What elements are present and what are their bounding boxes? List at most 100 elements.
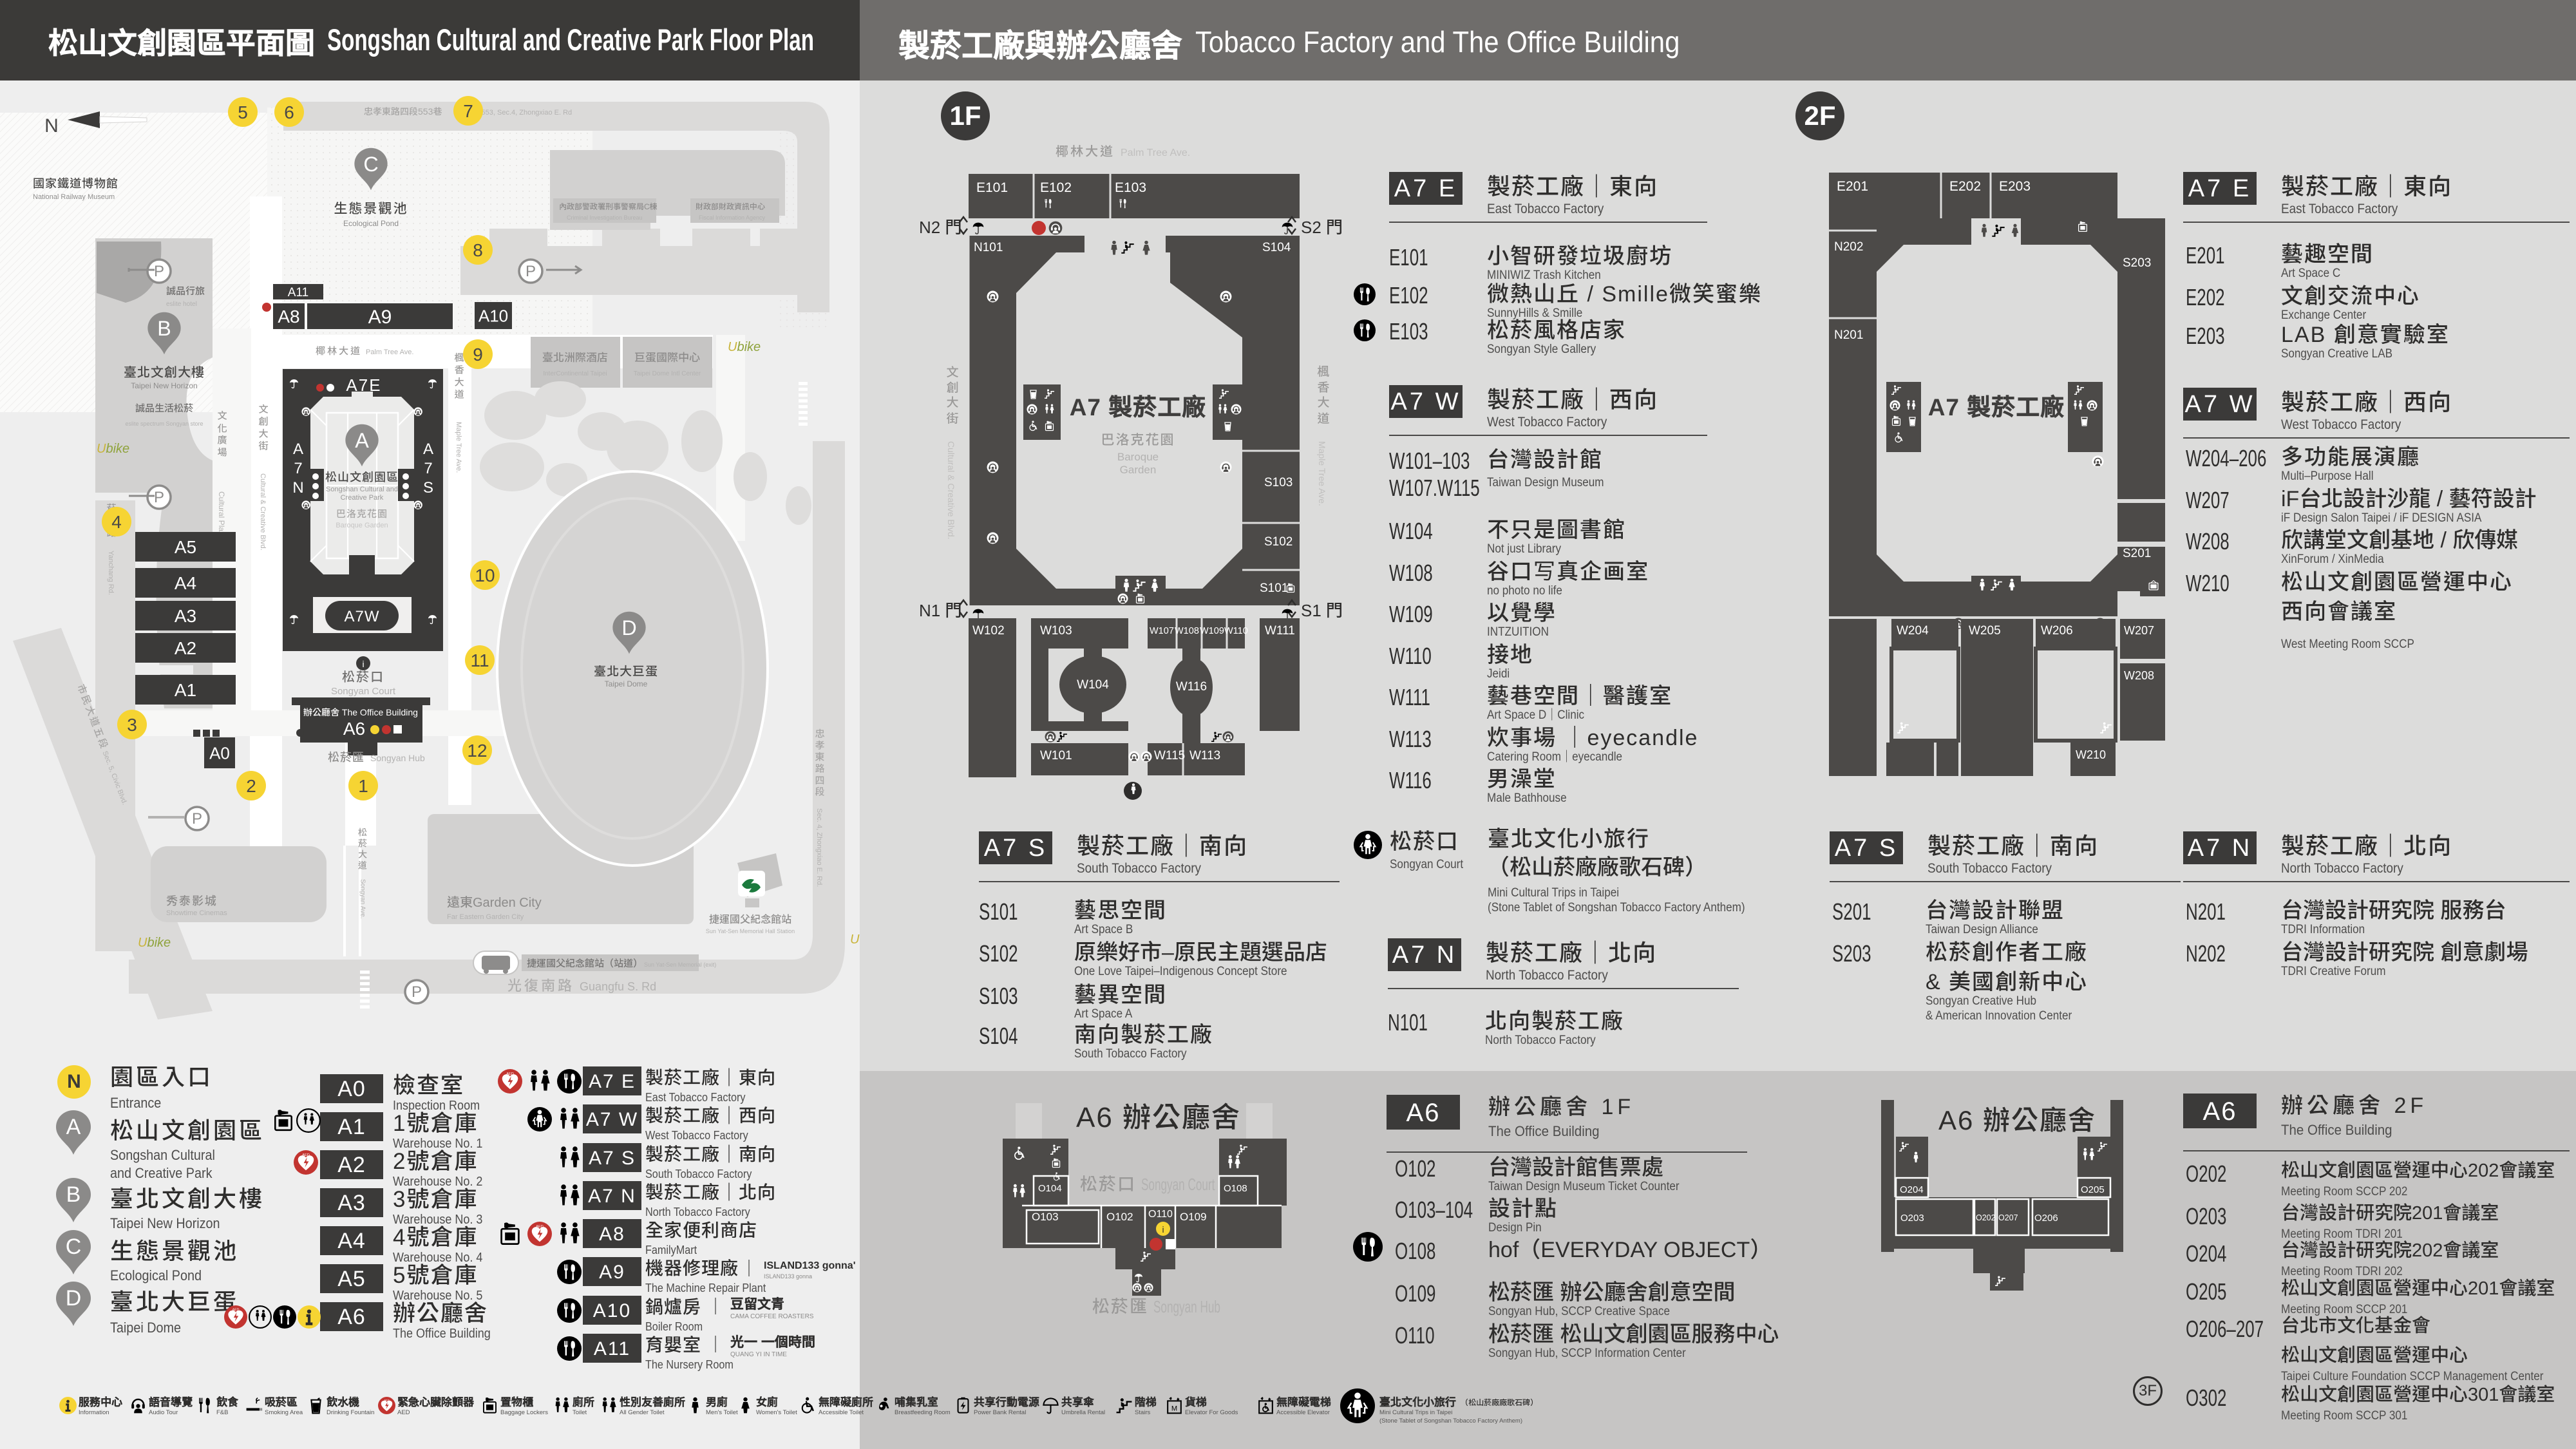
svg-text:O109: O109 bbox=[1180, 1211, 1207, 1223]
svg-text:楓香大道: 楓香大道 bbox=[453, 352, 464, 401]
svg-text:W107: W107 bbox=[1150, 626, 1174, 636]
svg-text:臺北洲際酒店: 臺北洲際酒店 bbox=[542, 352, 608, 364]
svg-text:Criminal Investigation Bureau: Criminal Investigation Bureau bbox=[567, 214, 643, 221]
svg-text:O202: O202 bbox=[1976, 1213, 1996, 1222]
svg-text:O102: O102 bbox=[1106, 1211, 1133, 1223]
svg-text:P: P bbox=[412, 983, 422, 1001]
svg-text:A8: A8 bbox=[278, 307, 299, 327]
svg-text:S203: S203 bbox=[2123, 256, 2151, 270]
svg-text:楓香大道: 楓香大道 bbox=[1316, 365, 1330, 427]
svg-text:Ecological Pond: Ecological Pond bbox=[343, 219, 399, 228]
svg-text:Ubike: Ubike bbox=[97, 442, 129, 456]
svg-text:10: 10 bbox=[475, 565, 495, 585]
svg-text:A6: A6 bbox=[343, 719, 365, 739]
svg-text:Fiscal Information Agency: Fiscal Information Agency bbox=[699, 214, 766, 221]
svg-text:捷運國父紀念館站: 捷運國父紀念館站 bbox=[709, 913, 791, 925]
svg-text:Baroque: Baroque bbox=[1117, 451, 1159, 463]
svg-text:N: N bbox=[292, 479, 303, 497]
svg-text:生態景觀池: 生態景觀池 bbox=[334, 202, 408, 216]
svg-text:臺北文創大樓: 臺北文創大樓 bbox=[124, 365, 205, 380]
svg-text:D: D bbox=[66, 1286, 82, 1311]
svg-text:N: N bbox=[44, 115, 59, 137]
svg-text:N1 門: N1 門 bbox=[919, 601, 961, 620]
svg-text:忠孝東路四段: 忠孝東路四段 bbox=[814, 728, 825, 798]
svg-text:O205: O205 bbox=[2081, 1184, 2105, 1195]
svg-text:6: 6 bbox=[284, 102, 294, 122]
svg-text:P: P bbox=[526, 263, 536, 280]
svg-text:eslite spectrum Songyan store: eslite spectrum Songyan store bbox=[125, 421, 203, 427]
svg-text:文創大街: 文創大街 bbox=[258, 404, 269, 453]
svg-text:W103: W103 bbox=[1040, 624, 1072, 638]
svg-text:Lane 553, Sec.4, Zhongxiao E.: Lane 553, Sec.4, Zhongxiao E. Rd bbox=[464, 109, 572, 117]
svg-text:N201: N201 bbox=[1834, 328, 1863, 342]
svg-text:Songyan Hub: Songyan Hub bbox=[370, 753, 425, 763]
svg-text:辦公廳舍 The Office Building: 辦公廳舍 The Office Building bbox=[303, 707, 418, 717]
svg-text:11: 11 bbox=[470, 650, 489, 670]
svg-text:松山文創園區: 松山文創園區 bbox=[325, 471, 399, 484]
svg-text:3: 3 bbox=[127, 715, 137, 735]
svg-text:椰林大道: 椰林大道 bbox=[316, 346, 362, 357]
svg-text:P: P bbox=[154, 263, 164, 280]
svg-text:U: U bbox=[850, 933, 860, 947]
svg-text:W102: W102 bbox=[972, 624, 1005, 638]
svg-text:O108: O108 bbox=[1224, 1183, 1247, 1194]
svg-text:Songyan Court: Songyan Court bbox=[331, 686, 396, 697]
svg-text:2: 2 bbox=[246, 776, 256, 796]
svg-text:Sun Yat-Sen Memorial (exit): Sun Yat-Sen Memorial (exit) bbox=[644, 961, 716, 968]
svg-text:P: P bbox=[192, 810, 202, 828]
svg-text:Cultural & Creative Blvd.: Cultural & Creative Blvd. bbox=[259, 473, 267, 551]
svg-text:A6 辦公廳舍: A6 辦公廳舍 bbox=[1076, 1102, 1241, 1133]
svg-text:N202: N202 bbox=[1834, 240, 1863, 254]
svg-text:遠東Garden City: 遠東Garden City bbox=[447, 896, 542, 910]
svg-text:W115: W115 bbox=[1154, 749, 1185, 762]
svg-text:臺北大巨蛋: 臺北大巨蛋 bbox=[594, 665, 658, 679]
svg-text:W113: W113 bbox=[1189, 749, 1220, 762]
svg-text:內政部警政署刑事警察局C棟: 內政部警政署刑事警察局C棟 bbox=[559, 202, 658, 211]
svg-text:A11: A11 bbox=[288, 286, 308, 299]
svg-text:Far Eastern Garden City: Far Eastern Garden City bbox=[447, 913, 524, 921]
svg-text:A: A bbox=[293, 440, 303, 458]
svg-text:A: A bbox=[423, 440, 433, 458]
svg-text:7: 7 bbox=[463, 101, 473, 121]
svg-text:松菸匯: 松菸匯 bbox=[1092, 1297, 1148, 1316]
svg-text:松菸大道: 松菸大道 bbox=[357, 828, 368, 871]
svg-text:N101: N101 bbox=[974, 241, 1003, 254]
svg-text:A7W: A7W bbox=[344, 608, 379, 625]
svg-text:W116: W116 bbox=[1176, 680, 1207, 694]
svg-text:O207: O207 bbox=[1998, 1213, 2018, 1222]
svg-text:S101: S101 bbox=[1260, 582, 1288, 595]
svg-text:Palm Tree Ave.: Palm Tree Ave. bbox=[366, 348, 413, 356]
svg-text:S2 門: S2 門 bbox=[1301, 218, 1343, 237]
svg-text:W108: W108 bbox=[1175, 626, 1199, 636]
svg-text:Baroque Garden: Baroque Garden bbox=[336, 522, 388, 529]
svg-text:A7 製菸工廠: A7 製菸工廠 bbox=[1928, 394, 2065, 421]
svg-text:A3: A3 bbox=[175, 606, 196, 626]
svg-text:4: 4 bbox=[111, 512, 122, 532]
svg-text:A7 製菸工廠: A7 製菸工廠 bbox=[1070, 394, 1207, 421]
svg-text:8: 8 bbox=[473, 240, 483, 260]
svg-text:Taipei Dome: Taipei Dome bbox=[605, 679, 648, 688]
svg-text:B: B bbox=[157, 317, 171, 340]
svg-text:W104: W104 bbox=[1077, 678, 1109, 692]
svg-text:松菸口: 松菸口 bbox=[1080, 1175, 1136, 1194]
svg-text:W204: W204 bbox=[1897, 624, 1929, 638]
svg-text:Palm Tree Ave.: Palm Tree Ave. bbox=[1121, 147, 1190, 158]
svg-text:A10: A10 bbox=[478, 306, 508, 325]
svg-text:S1 門: S1 門 bbox=[1301, 601, 1343, 620]
svg-text:O204: O204 bbox=[1900, 1184, 1924, 1195]
svg-text:W208: W208 bbox=[2124, 669, 2154, 682]
svg-text:Songyan Ave.: Songyan Ave. bbox=[359, 879, 366, 919]
svg-text:O103: O103 bbox=[1032, 1211, 1059, 1223]
svg-text:E203: E203 bbox=[1999, 179, 2031, 194]
svg-text:松菸口: 松菸口 bbox=[342, 670, 384, 685]
svg-text:A6 辦公廳舍: A6 辦公廳舍 bbox=[1938, 1105, 2096, 1135]
svg-text:D: D bbox=[621, 616, 636, 639]
svg-text:7: 7 bbox=[294, 460, 302, 477]
svg-text:Maple Tree Ave.: Maple Tree Ave. bbox=[455, 422, 462, 473]
svg-text:文創大街: 文創大街 bbox=[945, 365, 959, 427]
svg-text:O206: O206 bbox=[2034, 1213, 2058, 1224]
svg-text:P: P bbox=[154, 489, 164, 506]
svg-text:9: 9 bbox=[473, 345, 483, 365]
svg-text:A0: A0 bbox=[209, 743, 230, 762]
svg-text:Garden: Garden bbox=[1120, 464, 1157, 476]
